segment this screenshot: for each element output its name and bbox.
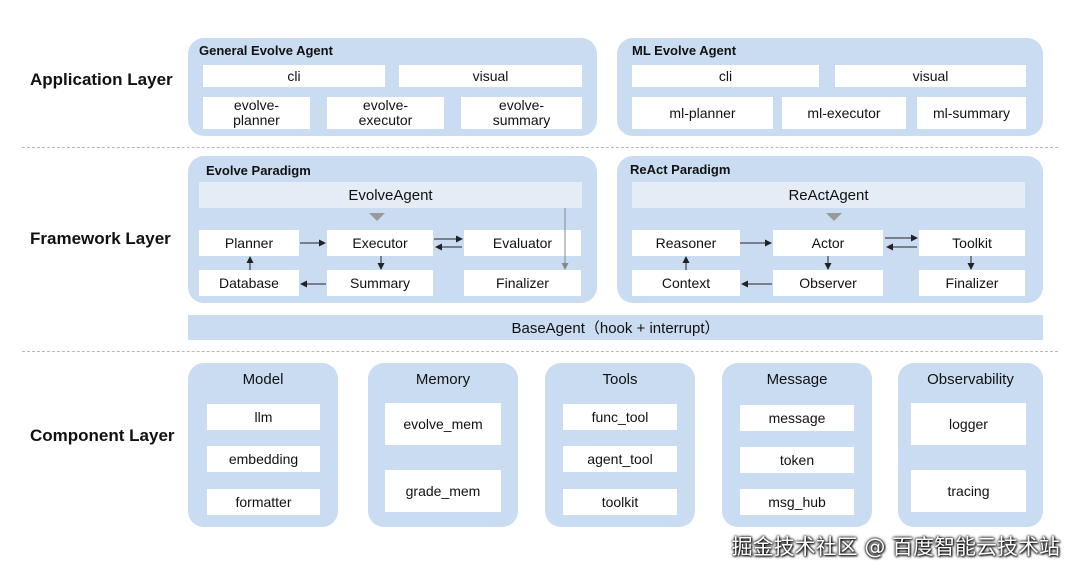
context-box: Context xyxy=(632,270,740,296)
evolve-summary-box: evolve- summary xyxy=(461,97,582,129)
component-item: embedding xyxy=(207,446,320,472)
toolkit-box: Toolkit xyxy=(919,230,1025,256)
component-model-title: Model xyxy=(242,371,284,388)
ml-planner-box: ml-planner xyxy=(632,97,773,129)
component-observability-panel: Observability logger tracing xyxy=(898,363,1043,527)
database-box: Database xyxy=(199,270,299,296)
evaluator-box: Evaluator xyxy=(464,230,581,256)
base-agent-bar: BaseAgent（hook + interrupt） xyxy=(188,315,1043,340)
application-layer-label: Application Layer xyxy=(30,70,173,89)
component-item: toolkit xyxy=(563,489,677,515)
ml-evolve-agent-panel: ML Evolve Agent cli visual ml-planner ml… xyxy=(617,38,1043,136)
layer-divider-top xyxy=(22,147,1058,148)
component-item: llm xyxy=(207,404,320,430)
evolve-paradigm-title: Evolve Paradigm xyxy=(206,163,311,178)
component-item: formatter xyxy=(207,489,320,515)
component-message-title: Message xyxy=(766,371,828,388)
component-item: grade_mem xyxy=(385,470,501,512)
react-paradigm-title: ReAct Paradigm xyxy=(630,162,731,177)
actor-box: Actor xyxy=(773,230,883,256)
ml-cli-box: cli xyxy=(632,65,819,87)
evolve-planner-box: evolve- planner xyxy=(203,97,310,129)
ml-executor-box: ml-executor xyxy=(782,97,906,129)
component-item: evolve_mem xyxy=(385,403,501,445)
ml-evolve-agent-title: ML Evolve Agent xyxy=(632,43,737,58)
evolve-paradigm-panel: Evolve Paradigm EvolveAgent Planner Exec… xyxy=(188,156,597,303)
general-cli-box: cli xyxy=(203,65,385,87)
general-evolve-agent-panel: General Evolve Agent cli visual evolve- … xyxy=(188,38,597,136)
component-item: tracing xyxy=(911,470,1026,512)
watermark: 掘金技术社区 @ 百度智能云技术站 xyxy=(731,535,1060,559)
finalizer-box: Finalizer xyxy=(464,270,581,296)
summary-box: Summary xyxy=(327,270,433,296)
component-item: message xyxy=(740,405,854,431)
react-paradigm-panel: ReAct Paradigm ReActAgent Reasoner Actor… xyxy=(617,156,1043,303)
planner-box: Planner xyxy=(199,230,299,256)
component-item: logger xyxy=(911,403,1026,445)
react-finalizer-box: Finalizer xyxy=(919,270,1025,296)
observer-box: Observer xyxy=(773,270,883,296)
component-memory-panel: Memory evolve_mem grade_mem xyxy=(368,363,518,527)
component-model-panel: Model llm embedding formatter xyxy=(188,363,338,527)
component-memory-title: Memory xyxy=(415,371,471,388)
component-observability-title: Observability xyxy=(927,371,1014,388)
ml-visual-box: visual xyxy=(835,65,1026,87)
component-layer-label: Component Layer xyxy=(30,426,175,445)
general-visual-box: visual xyxy=(399,65,582,87)
component-tools-title: Tools xyxy=(602,371,638,388)
component-item: agent_tool xyxy=(563,446,677,472)
component-message-panel: Message message token msg_hub xyxy=(722,363,872,527)
framework-layer-label: Framework Layer xyxy=(30,229,171,248)
evolve-executor-box: evolve- executor xyxy=(327,97,444,129)
general-evolve-agent-title: General Evolve Agent xyxy=(199,43,333,58)
component-item: func_tool xyxy=(563,404,677,430)
reasoner-box: Reasoner xyxy=(632,230,740,256)
component-tools-panel: Tools func_tool agent_tool toolkit xyxy=(545,363,695,527)
react-agent-bar: ReActAgent xyxy=(632,182,1025,208)
executor-box: Executor xyxy=(327,230,433,256)
ml-summary-box: ml-summary xyxy=(917,97,1026,129)
component-item: token xyxy=(740,447,854,473)
evolve-agent-bar: EvolveAgent xyxy=(199,182,582,208)
layer-divider-bottom xyxy=(22,351,1058,352)
component-item: msg_hub xyxy=(740,489,854,515)
